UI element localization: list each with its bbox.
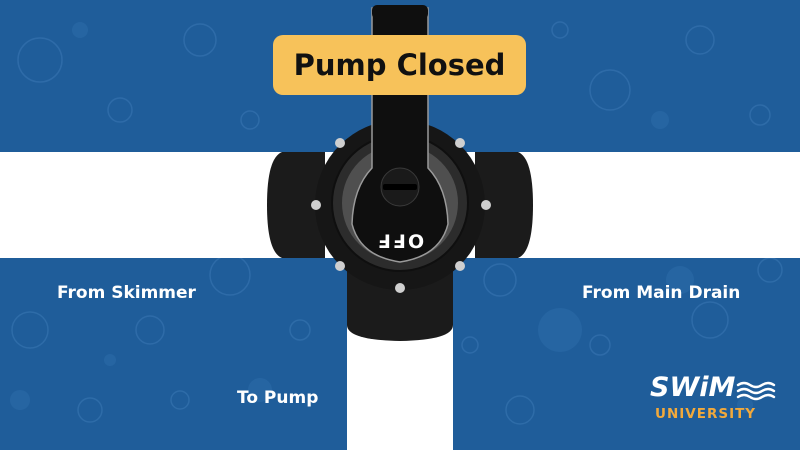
handle-off-label: OFF: [376, 230, 424, 252]
knob-slot: [383, 184, 417, 190]
label-to-pump: To Pump: [237, 388, 319, 408]
decorative-bubbles: [11, 21, 783, 425]
decorative-bubbles-filled: [10, 22, 753, 413]
label-from-main-drain: From Main Drain: [582, 283, 741, 303]
logo-swim-text: SWiM: [650, 372, 736, 403]
label-from-skimmer: From Skimmer: [57, 283, 196, 303]
left-fitting: [267, 152, 325, 258]
pump-status-badge: Pump Closed: [273, 35, 526, 95]
swim-university-logo: SWiM UNIVERSITY: [640, 372, 790, 432]
bottom-fitting: [347, 270, 453, 341]
valve-screws: [311, 138, 491, 293]
logo-university-text: UNIVERSITY: [655, 406, 757, 422]
wave-icon: [736, 381, 776, 401]
handle-tip: [372, 5, 428, 19]
right-fitting: [475, 152, 533, 258]
